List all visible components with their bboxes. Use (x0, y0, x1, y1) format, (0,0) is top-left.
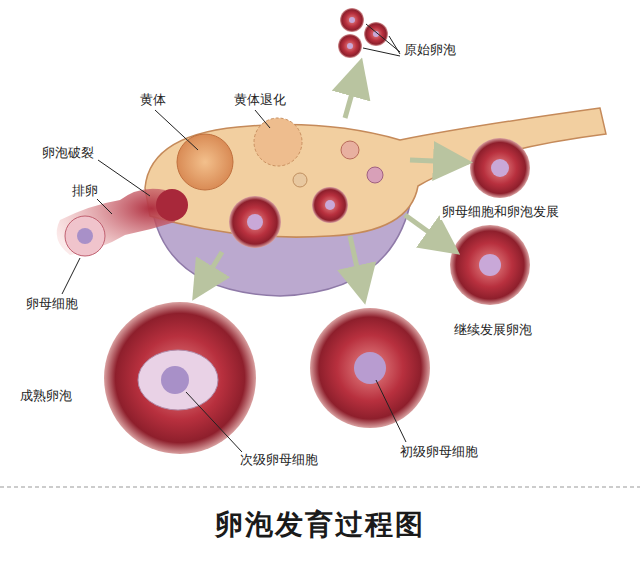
part-label: 次级卵母细胞 (238, 452, 320, 468)
part-label: 卵母细胞 (24, 296, 80, 312)
part-label: 继续发展卵泡 (452, 322, 534, 338)
diagram-title: 卵泡发育过程图 (215, 508, 425, 542)
part-label: 排卵 (70, 183, 100, 199)
part-label: 黄体退化 (232, 92, 288, 108)
part-label: 初级卵母细胞 (398, 444, 480, 460)
part-label: 成熟卵泡 (18, 388, 74, 404)
part-label: 卵泡破裂 (40, 145, 96, 161)
part-label: 原始卵泡 (402, 42, 458, 58)
part-label: 黄体 (138, 92, 168, 108)
part-label: 卵母细胞和卵泡发展 (440, 204, 561, 220)
